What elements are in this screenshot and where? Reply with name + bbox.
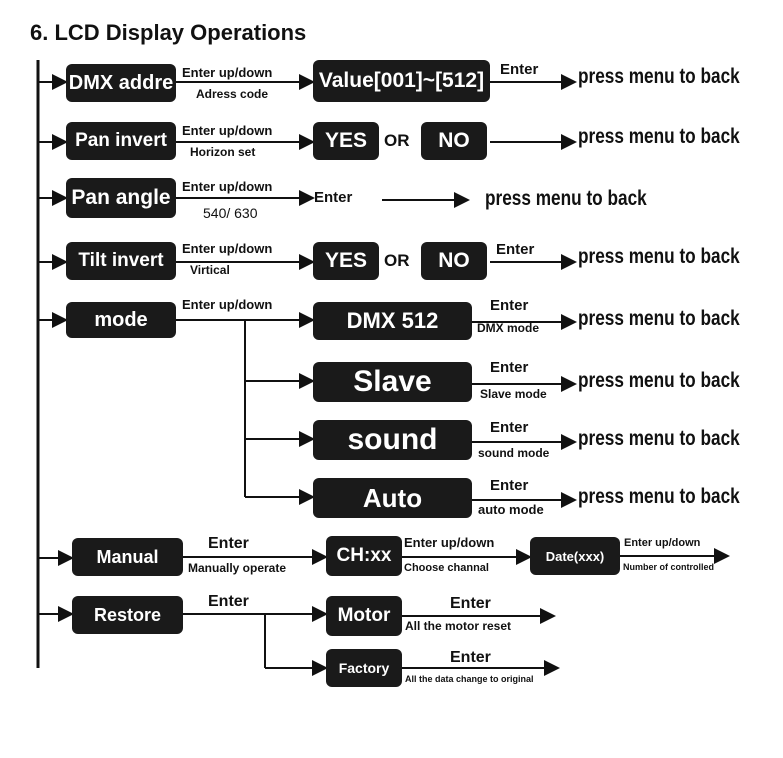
manual-box: Manual (72, 538, 183, 576)
restore-enter-label: Enter (208, 593, 249, 610)
tilt-invert-yes-box: YES (313, 242, 379, 280)
tilt-invert-enter-label: Enter up/down (182, 241, 273, 256)
pan-invert-box: Pan invert (66, 122, 176, 160)
mode-dmx512-enter-label: Enter (490, 297, 529, 314)
mode-dmx512-sub-label: DMX mode (477, 321, 540, 335)
tilt-invert-press-menu-label: press menu to back (578, 245, 740, 268)
restore-factory-label: Factory (338, 660, 390, 676)
tilt-invert-no-label: NO (438, 249, 470, 272)
page-title: 6. LCD Display Operations (30, 20, 307, 45)
tilt-invert-label: Tilt invert (78, 250, 164, 271)
pan-angle-box: Pan angle (66, 178, 176, 218)
pan-invert-or-label: OR (384, 131, 410, 150)
mode-slave-enter-label: Enter (490, 359, 529, 376)
manual-date-sub-label: Number of controlled (623, 562, 715, 572)
manual-ch-label: CH:xx (336, 545, 392, 566)
pan-invert-sub-label: Horizon set (190, 145, 256, 159)
dmx-value-label: Value[001]~[512] (318, 69, 485, 92)
restore-motor-box: Motor (326, 596, 402, 636)
restore-factory-enter-label: Enter (450, 649, 491, 666)
mode-auto-label: Auto (362, 482, 423, 513)
tilt-invert-enter2-label: Enter (496, 241, 535, 258)
restore-label: Restore (93, 604, 162, 625)
mode-sound-box: sound (313, 420, 472, 460)
dmx-address-label: DMX addre (68, 71, 174, 94)
tilt-invert-yes-label: YES (324, 249, 368, 272)
mode-sound-sub-label: sound mode (478, 446, 550, 460)
restore-factory-sub-label: All the data change to original (405, 674, 534, 684)
pan-angle-press-menu-label: press menu to back (485, 187, 647, 210)
pan-invert-press-menu-label: press menu to back (578, 125, 740, 148)
pan-invert-enter-label: Enter up/down (182, 123, 273, 138)
dmx-value-enter-label: Enter (500, 61, 539, 78)
manual-ch-sub-label: Choose channal (404, 562, 489, 574)
manual-date-enter-label: Enter up/down (624, 537, 701, 549)
mode-dmx512-box: DMX 512 (313, 302, 472, 340)
manual-date-box: Date(xxx) (530, 537, 620, 575)
pan-angle-sub-label: 540/ 630 (203, 205, 258, 221)
mode-auto-sub-label: auto mode (478, 502, 544, 517)
manual-ch-enter-label: Enter up/down (404, 535, 495, 550)
mode-auto-enter-label: Enter (490, 477, 529, 494)
restore-factory-box: Factory (326, 649, 402, 687)
pan-invert-no-box: NO (421, 122, 487, 160)
pan-angle-enter-label: Enter up/down (182, 179, 273, 194)
mode-sound-label: sound (347, 423, 438, 456)
dmx-address-box: DMX addre (66, 64, 176, 102)
manual-enter-label: Enter (208, 535, 249, 552)
pan-invert-no-label: NO (438, 129, 470, 152)
pan-invert-yes-box: YES (313, 122, 379, 160)
restore-motor-sub-label: All the motor reset (405, 619, 512, 633)
mode-slave-sub-label: Slave mode (480, 387, 547, 401)
restore-motor-label: Motor (337, 605, 391, 626)
mode-dmx512-label: DMX 512 (346, 308, 439, 333)
mode-slave-label: Slave (353, 365, 432, 398)
mode-sound-enter-label: Enter (490, 419, 529, 436)
manual-date-label: Date(xxx) (545, 548, 605, 564)
tilt-invert-box: Tilt invert (66, 242, 176, 280)
restore-motor-enter-label: Enter (450, 595, 491, 612)
manual-sub-label: Manually operate (188, 561, 287, 575)
pan-invert-yes-label: YES (324, 129, 368, 152)
tilt-invert-or-label: OR (384, 251, 410, 270)
dmx-press-menu-label: press menu to back (578, 65, 740, 88)
mode-auto-box: Auto (313, 478, 472, 518)
manual-ch-box: CH:xx (326, 536, 402, 576)
dmx-address-enter-label: Enter up/down (182, 65, 273, 80)
mode-label: mode (94, 308, 148, 331)
mode-slave-press-menu-label: press menu to back (578, 369, 740, 392)
manual-label: Manual (96, 546, 159, 567)
tilt-invert-sub-label: Virtical (190, 263, 230, 277)
dmx-address-sub-label: Adress code (196, 87, 269, 101)
mode-sound-press-menu-label: press menu to back (578, 427, 740, 450)
restore-box: Restore (72, 596, 183, 634)
mode-auto-press-menu-label: press menu to back (578, 485, 740, 508)
dmx-value-box: Value[001]~[512] (313, 60, 490, 102)
tilt-invert-no-box: NO (421, 242, 487, 280)
mode-slave-box: Slave (313, 362, 472, 402)
pan-invert-label: Pan invert (75, 130, 167, 151)
pan-angle-label: Pan angle (71, 186, 171, 209)
mode-enter-label: Enter up/down (182, 297, 273, 312)
mode-dmx512-press-menu-label: press menu to back (578, 307, 740, 330)
mode-box: mode (66, 302, 176, 338)
pan-angle-enter2-label: Enter (314, 189, 353, 206)
